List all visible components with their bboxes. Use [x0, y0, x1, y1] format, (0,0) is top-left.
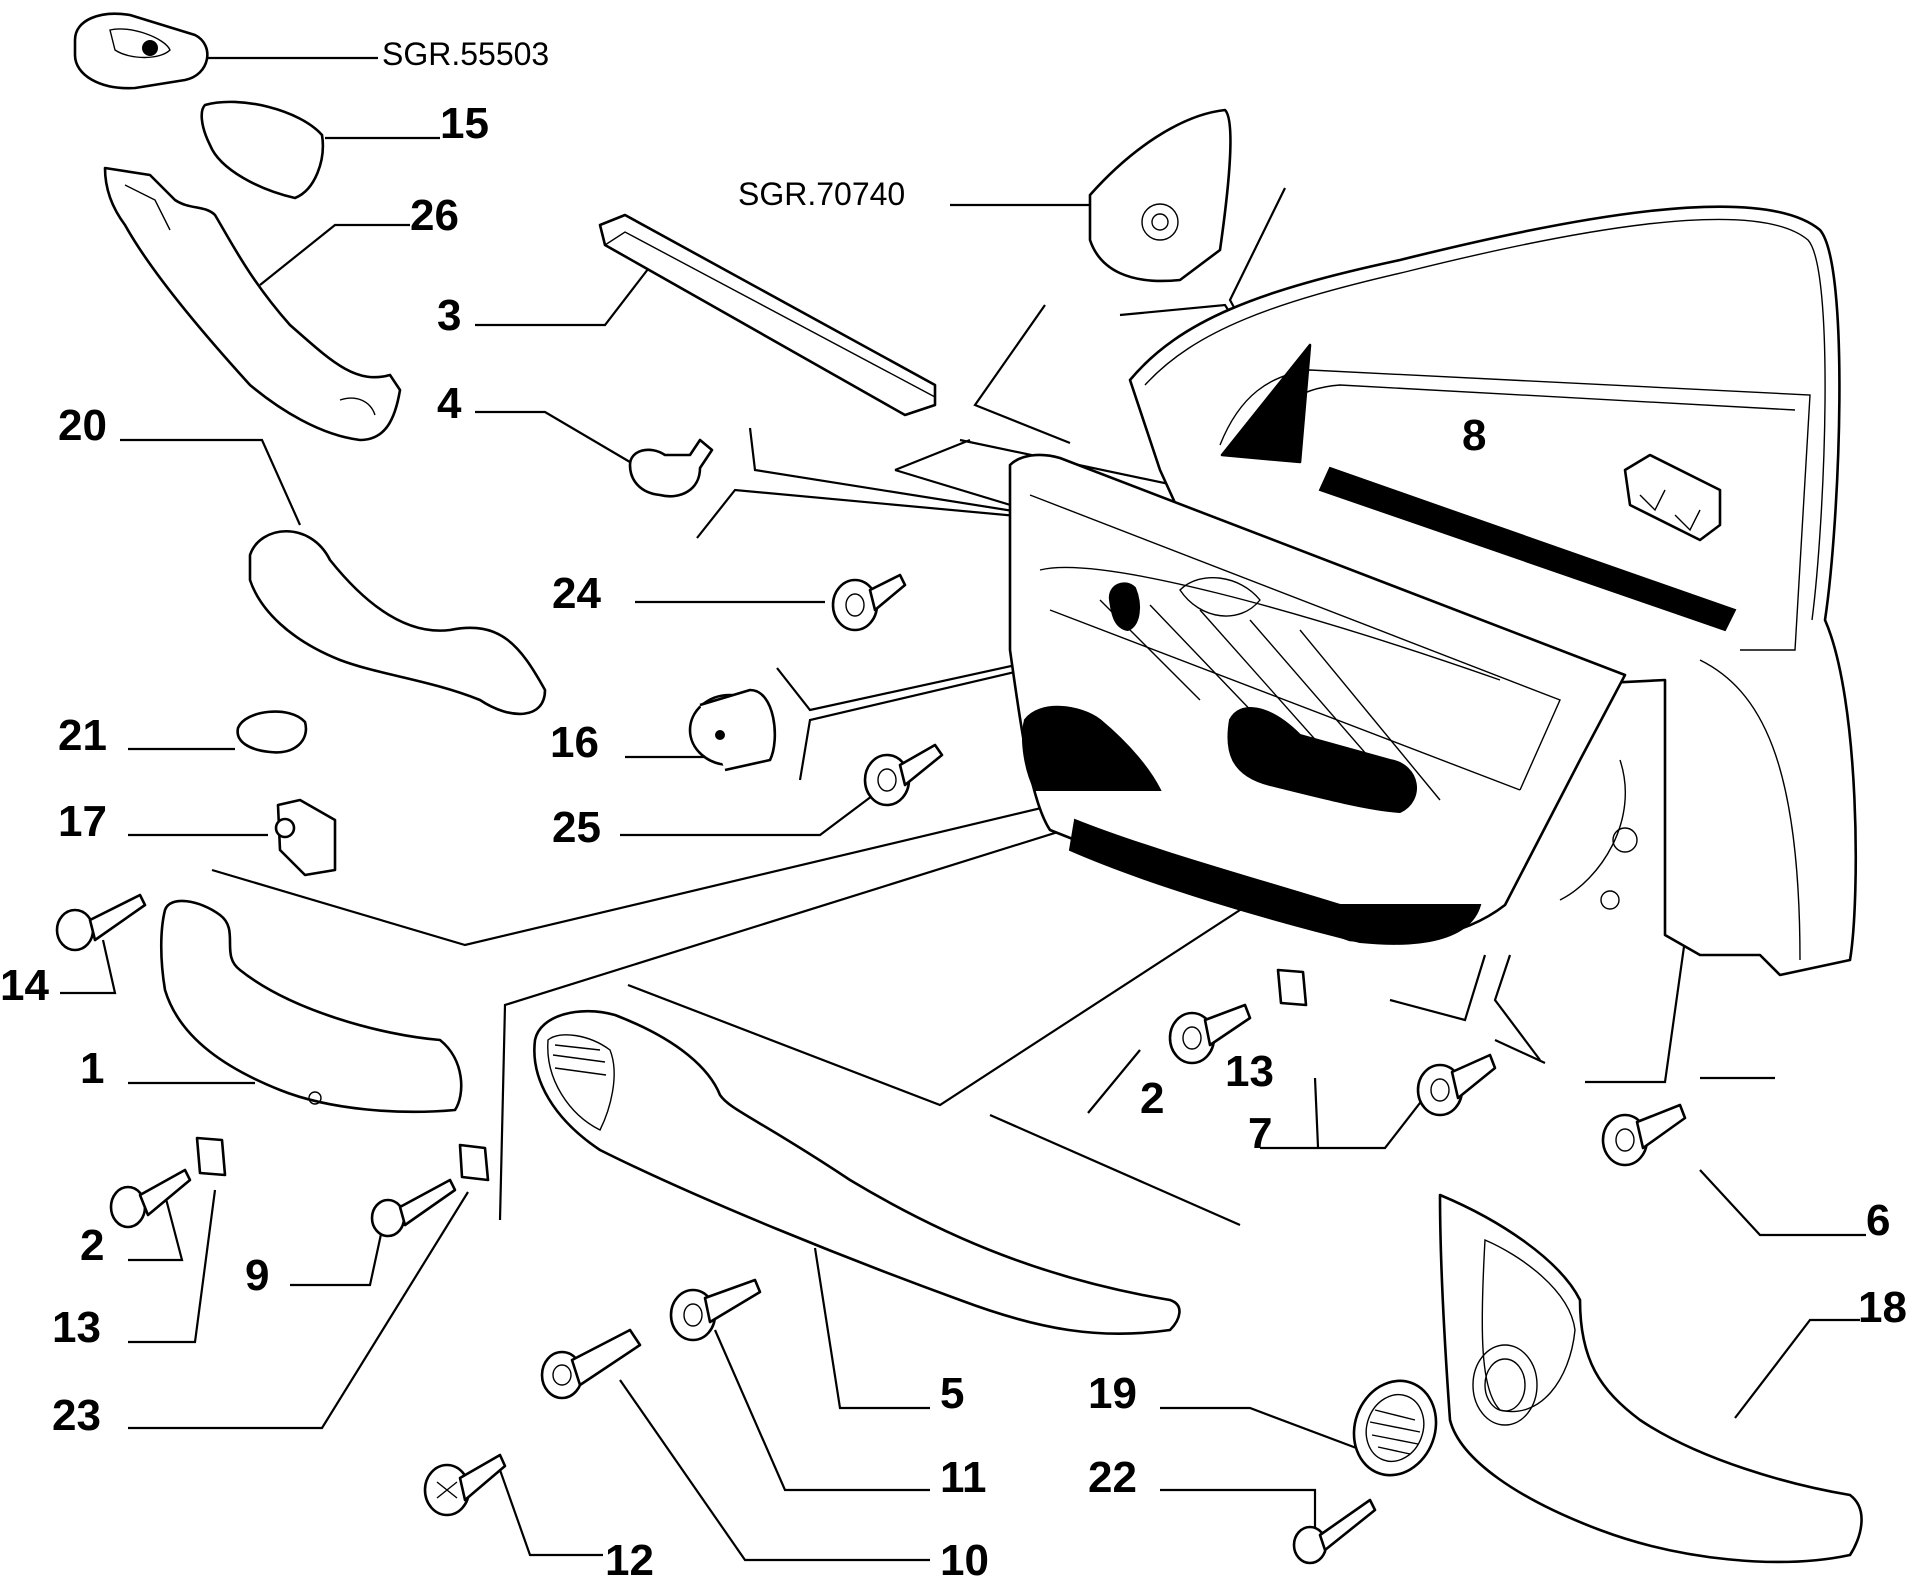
callout-1: 1 — [80, 1044, 104, 1093]
part-19-speaker-grille — [1352, 1379, 1438, 1477]
part-9-screw — [370, 1178, 457, 1238]
part-2-pin-right — [1168, 1003, 1252, 1065]
part-13-clip-left — [195, 1136, 227, 1177]
part-26-bracket — [103, 166, 402, 442]
part-7-pin — [1416, 1053, 1497, 1117]
callout-21: 21 — [58, 711, 107, 760]
callout-labels: 15 26 3 4 20 8 24 21 16 17 25 14 1 2 13 … — [0, 99, 1907, 1579]
callout-15: 15 — [440, 99, 489, 148]
callout-9: 9 — [245, 1251, 269, 1300]
callout-18: 18 — [1858, 1283, 1907, 1332]
part-21-plug — [236, 710, 308, 754]
callout-4: 4 — [437, 379, 462, 428]
switch-cover-70740 — [1088, 108, 1232, 283]
part-11-pin — [669, 1278, 762, 1342]
door-trim-panel — [1008, 453, 1627, 945]
callout-19: 19 — [1088, 1369, 1137, 1418]
part-2-screw-left — [109, 1168, 192, 1229]
callout-8: 8 — [1462, 411, 1486, 460]
callout-23: 23 — [52, 1391, 101, 1440]
callout-13-left: 13 — [52, 1303, 101, 1352]
part-17-clip — [274, 798, 337, 877]
callout-7: 7 — [1248, 1109, 1272, 1158]
callout-2-left: 2 — [80, 1221, 104, 1270]
part-5-lower-trim — [533, 1009, 1181, 1336]
ref-sgr-55503: SGR.55503 — [382, 36, 549, 72]
part-12-screw — [423, 1453, 507, 1517]
callout-6: 6 — [1866, 1196, 1890, 1245]
callout-17: 17 — [58, 797, 107, 846]
part-20-handle — [248, 529, 547, 716]
callout-13-right: 13 — [1225, 1047, 1274, 1096]
part-15-cover — [200, 100, 325, 200]
callout-11: 11 — [940, 1453, 987, 1502]
callout-26: 26 — [410, 191, 459, 240]
part-6-pin — [1601, 1103, 1687, 1167]
part-8-clip — [1623, 453, 1722, 542]
part-25-push-pin — [863, 743, 944, 807]
part-24-push-pin — [831, 573, 907, 632]
callout-22: 22 — [1088, 1453, 1137, 1502]
part-23-clip — [458, 1143, 490, 1182]
part-14-screw — [55, 893, 147, 952]
part-10-bolt — [540, 1328, 642, 1400]
callout-24: 24 — [552, 569, 601, 618]
callout-20: 20 — [58, 401, 107, 450]
part-16-bump-stop — [688, 688, 777, 772]
callout-12: 12 — [605, 1536, 654, 1579]
part-1-armrest — [159, 899, 463, 1114]
ref-sgr-70740: SGR.70740 — [738, 176, 905, 212]
callout-2-right: 2 — [1140, 1074, 1164, 1123]
part-18-side-trim — [1438, 1193, 1863, 1564]
part-13-clip-right — [1276, 968, 1308, 1007]
callout-16: 16 — [550, 718, 599, 767]
reference-labels: SGR.55503 SGR.70740 — [382, 36, 905, 212]
part-4-clip — [628, 438, 714, 498]
door-frame — [1128, 205, 1858, 977]
callout-25: 25 — [552, 803, 601, 852]
part-22-screw — [1292, 1498, 1377, 1565]
callout-3: 3 — [437, 291, 461, 340]
callout-5: 5 — [940, 1369, 964, 1418]
switch-assembly-55503 — [73, 12, 209, 90]
part-3-seal-strip — [598, 213, 937, 417]
callout-10: 10 — [940, 1536, 989, 1579]
callout-14: 14 — [0, 961, 49, 1010]
